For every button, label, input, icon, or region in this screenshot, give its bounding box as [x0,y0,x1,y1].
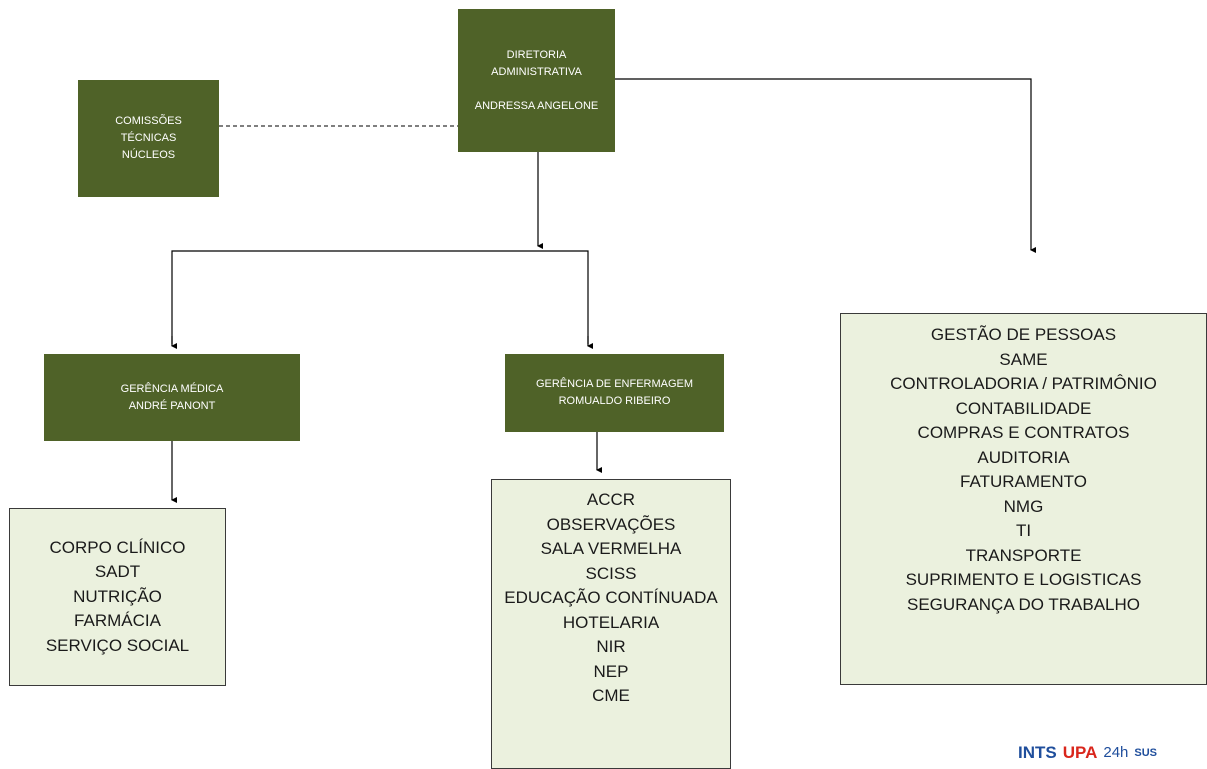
nursing-units-box: ACCR OBSERVAÇÕES SALA VERMELHA SCISS EDU… [491,479,731,769]
list-item: NEP [593,661,629,681]
logo-ints: INTS [1018,743,1057,762]
nursing-management-title: GERÊNCIA DE ENFERMAGEM [535,378,694,390]
list-item: SERVIÇO SOCIAL [45,635,190,655]
medical-management-title: GERÊNCIA MÉDICA [120,382,224,395]
list-item: COMPRAS E CONTRATOS [917,423,1130,442]
director-box: DIRETORIA ADMINISTRATIVA ANDRESSA ANGELO… [458,9,615,152]
director-title-line1: DIRETORIA [506,48,567,61]
commissions-box: COMISSÕES TÉCNICAS NÚCLEOS [78,80,219,197]
commissions-line2: TÉCNICAS [120,132,177,144]
list-item: EDUCAÇÃO CONTÍNUADA [504,588,718,607]
nursing-management-box: GERÊNCIA DE ENFERMAGEM ROMUALDO RIBEIRO [505,354,724,432]
list-item: AUDITORIA [977,447,1070,467]
list-item: FATURAMENTO [960,472,1087,491]
list-item: SADT [94,562,141,582]
director-name: ANDRESSA ANGELONE [474,99,599,112]
list-item: CONTROLADORIA / PATRIMÔNIO [890,374,1157,393]
medical-management-box: GERÊNCIA MÉDICA ANDRÉ PANONT [44,354,300,441]
admin-units-box: GESTÃO DE PESSOAS SAME CONTROLADORIA / P… [840,313,1207,685]
list-item: SUPRIMENTO E LOGISTICAS [905,570,1142,589]
logo-sus: SUS [1134,747,1158,759]
list-item: SAME [999,349,1048,369]
list-item: NUTRIÇÃO [73,586,162,606]
list-item: NMG [1003,496,1044,516]
list-item: GESTÃO DE PESSOAS [930,325,1117,344]
footer-logo: INTS UPA 24h SUS [1018,744,1157,762]
list-item: TI [1015,521,1032,540]
list-item: TRANSPORTE [965,545,1082,565]
list-item: SCISS [585,563,637,583]
nursing-management-name: ROMUALDO RIBEIRO [558,395,671,407]
list-item: SALA VERMELHA [540,539,682,558]
list-item: ACCR [586,490,636,509]
line-director-right [615,78,1036,253]
medical-units-box: CORPO CLÍNICO SADT NUTRIÇÃO FARMÁCIA SER… [9,508,226,686]
list-item: NIR [596,637,626,656]
commissions-line3: NÚCLEOS [121,149,176,161]
commissions-line1: COMISSÕES [115,115,182,127]
list-item: CME [592,686,630,705]
medical-management-name: ANDRÉ PANONT [128,399,216,412]
logo-24h: 24h [1103,744,1129,761]
list-item: CORPO CLÍNICO [49,537,186,557]
list-item: CONTABILIDADE [955,398,1092,418]
logo-upa: UPA [1062,743,1098,762]
list-item: OBSERVAÇÕES [546,514,676,534]
line-split-horizontal [171,250,589,344]
list-item: SEGURANÇA DO TRABALHO [906,594,1141,614]
list-item: FARMÁCIA [74,611,161,631]
list-item: HOTELARIA [562,612,660,632]
director-title-line2: ADMINISTRATIVA [491,65,582,78]
